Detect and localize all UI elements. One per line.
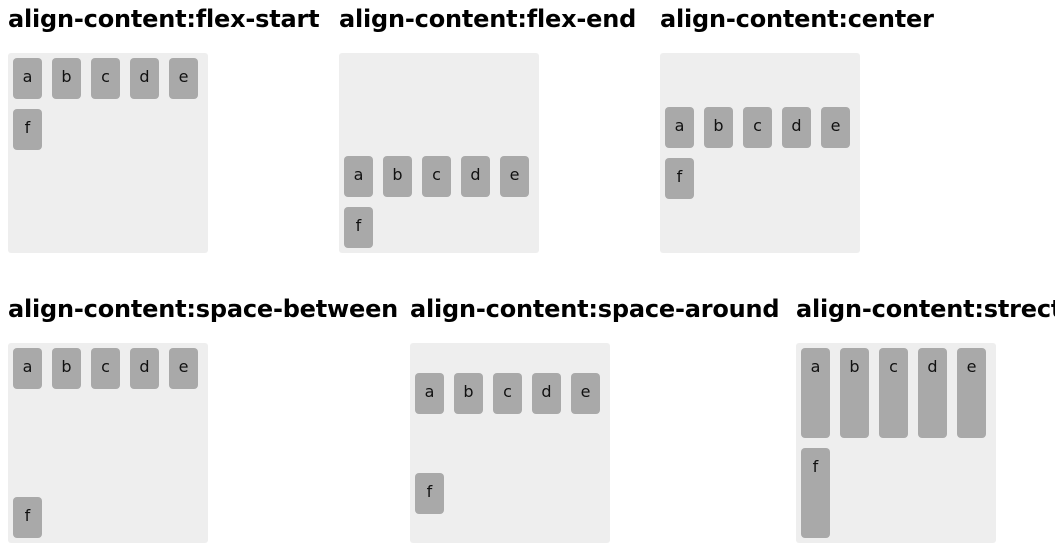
flex-item-f: f	[415, 472, 444, 514]
demo-title: align-content:space-between	[8, 295, 399, 323]
flex-container: a b c d e f	[796, 343, 996, 543]
flex-item-d: d	[461, 156, 490, 197]
flex-item-c: c	[743, 107, 772, 148]
flex-container: a b c d e f	[8, 343, 208, 543]
flex-item-c: c	[493, 372, 522, 414]
flex-item-f: f	[801, 448, 830, 538]
flex-item-a: a	[665, 107, 694, 148]
demo-stretch: align-content:strecth a b c d e f	[796, 290, 1055, 543]
flex-item-d: d	[918, 348, 947, 438]
flex-item-c: c	[91, 58, 120, 99]
flex-item-d: d	[782, 107, 811, 148]
flex-container: a b c d e f	[339, 53, 539, 253]
flex-item-e: e	[500, 156, 529, 197]
flex-item-c: c	[879, 348, 908, 438]
flex-item-b: b	[454, 372, 483, 414]
flex-container: a b c d e f	[8, 53, 208, 253]
flex-item-b: b	[383, 156, 412, 197]
flex-item-e: e	[821, 107, 850, 148]
flex-item-b: b	[704, 107, 733, 148]
flex-item-e: e	[169, 58, 198, 99]
flex-item-a: a	[13, 348, 42, 389]
flex-item-d: d	[130, 58, 159, 99]
flex-item-b: b	[52, 58, 81, 99]
flex-item-c: c	[422, 156, 451, 197]
demo-space-around: align-content:space-around a b c d e f	[410, 290, 780, 543]
demo-flex-end: align-content:flex-end a b c d e f	[339, 0, 637, 253]
flex-item-a: a	[415, 372, 444, 414]
demo-title: align-content:strecth	[796, 295, 1055, 323]
demo-title: align-content:flex-end	[339, 5, 637, 33]
demo-space-between: align-content:space-between a b c d e f	[8, 290, 399, 543]
flex-item-a: a	[13, 58, 42, 99]
flex-item-d: d	[532, 372, 561, 414]
flex-item-f: f	[665, 158, 694, 199]
demo-center: align-content:center a b c d e f	[660, 0, 934, 253]
flex-item-a: a	[344, 156, 373, 197]
flex-item-e: e	[957, 348, 986, 438]
flex-item-b: b	[840, 348, 869, 438]
flex-item-b: b	[52, 348, 81, 389]
flex-container: a b c d e f	[410, 343, 610, 543]
flex-item-f: f	[13, 497, 42, 538]
flex-item-a: a	[801, 348, 830, 438]
demo-title: align-content:center	[660, 5, 934, 33]
flex-container: a b c d e f	[660, 53, 860, 253]
demo-title: align-content:space-around	[410, 295, 780, 323]
flex-item-c: c	[91, 348, 120, 389]
flex-item-d: d	[130, 348, 159, 389]
demo-title: align-content:flex-start	[8, 5, 320, 33]
demo-flex-start: align-content:flex-start a b c d e f	[8, 0, 320, 253]
flex-item-f: f	[13, 109, 42, 150]
flex-item-e: e	[169, 348, 198, 389]
flex-item-f: f	[344, 207, 373, 248]
flex-item-e: e	[571, 372, 600, 414]
